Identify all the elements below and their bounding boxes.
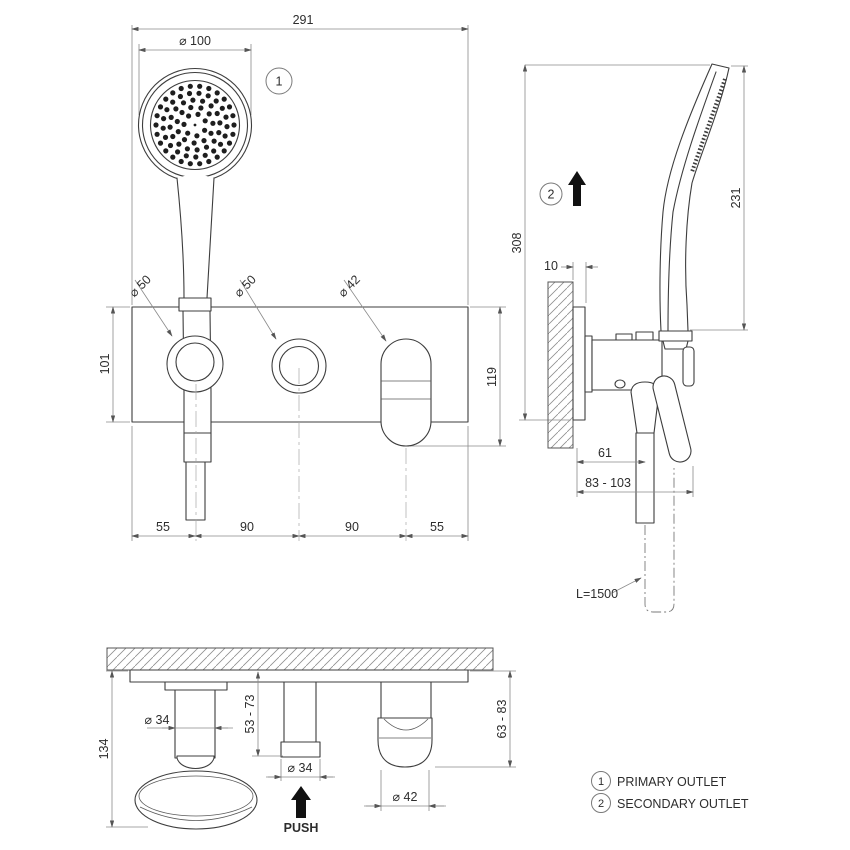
hose-side	[635, 432, 655, 524]
legend-2-number: 2	[598, 798, 604, 810]
legend-1-label: PRIMARY OUTLET	[617, 775, 727, 789]
dim-plate-depth: 10	[544, 259, 558, 273]
dim-spacing-4: 55	[430, 520, 444, 534]
side-view-dimension-lines	[519, 64, 748, 421]
dim-handset-height: 231	[729, 188, 743, 209]
dim-head-diameter: ⌀ 100	[179, 34, 211, 48]
shower-handset-front	[137, 67, 253, 299]
legend-1-number: 1	[598, 776, 604, 788]
legend-1-circle	[591, 771, 611, 791]
shower-handset-side	[658, 63, 730, 350]
bottom-view: 134 ⌀ 34 53 - 73 ⌀ 34 ⌀ 42 63 - 83 PUSH	[97, 647, 516, 835]
wall-plate-bottom	[129, 669, 469, 683]
front-view-dimension-lines	[106, 25, 506, 541]
dim-holder-diameter: ⌀ 50	[126, 272, 154, 300]
hose-continuation-centerline	[644, 468, 675, 613]
dim-hose-length: L=1500	[576, 587, 618, 601]
mixer-lever-front	[380, 338, 432, 447]
legend-2-label: SECONDARY OUTLET	[617, 797, 749, 811]
control-button-front	[271, 338, 327, 394]
callout-1-number: 1	[276, 75, 283, 89]
wall-section-side	[547, 281, 574, 449]
side-view: 2 308 231 10 61 83 - 103 L=1500	[510, 63, 748, 613]
dim-hose-offset: 61	[598, 446, 612, 460]
plate-spacer-side	[584, 335, 593, 393]
callout-2-circle	[539, 182, 563, 206]
callout-2-number: 2	[548, 188, 555, 202]
push-label: PUSH	[284, 821, 319, 835]
dim-lever-diameter: ⌀ 42	[335, 272, 363, 300]
mixer-lever-bottom	[377, 681, 433, 768]
mixer-lever-side	[652, 375, 692, 463]
wall-section-bottom	[106, 647, 494, 671]
callout-1-circle	[265, 67, 293, 95]
dim-holder-diameter-bottom: ⌀ 34	[145, 713, 170, 727]
handset-bracket-side	[682, 346, 695, 387]
dim-button-depth-range: 53 - 73	[243, 694, 257, 733]
spray-face-dots-side	[690, 78, 727, 173]
bottom-view-dimension-lines	[106, 670, 516, 828]
up-arrow-icon	[568, 171, 586, 206]
dim-overall-height: 308	[510, 233, 524, 254]
valve-body-side	[591, 331, 663, 391]
dim-spacing-3: 90	[345, 520, 359, 534]
dim-lever-depth-range: 63 - 83	[495, 699, 509, 738]
front-view: 1 291 ⌀ 100 ⌀ 50 ⌀ 50 ⌀ 42 101 119 55 90…	[98, 13, 506, 541]
dim-height-left: 101	[98, 354, 112, 375]
dim-spacing-1: 55	[156, 520, 170, 534]
dim-button-diameter: ⌀ 34	[288, 761, 313, 775]
dim-spacing-2: 90	[240, 520, 254, 534]
front-view-leaders	[134, 279, 387, 342]
push-button-bottom	[280, 681, 321, 758]
legend-2-circle	[591, 793, 611, 813]
handset-holder-bottom	[134, 681, 258, 830]
dim-control-diameter: ⌀ 50	[231, 272, 259, 300]
wall-plate-side	[572, 306, 586, 421]
dim-height-right: 119	[485, 367, 499, 387]
handset-holder-front	[166, 297, 224, 521]
spray-nozzle-dots	[153, 83, 237, 167]
dim-depth-range: 83 - 103	[585, 476, 631, 490]
dim-lever-diameter-bottom: ⌀ 42	[393, 790, 418, 804]
legend: 1 PRIMARY OUTLET 2 SECONDARY OUTLET	[591, 771, 749, 813]
push-arrow-icon	[291, 786, 311, 818]
dim-overall-width: 291	[293, 13, 314, 27]
dim-overall-depth: 134	[97, 739, 111, 760]
